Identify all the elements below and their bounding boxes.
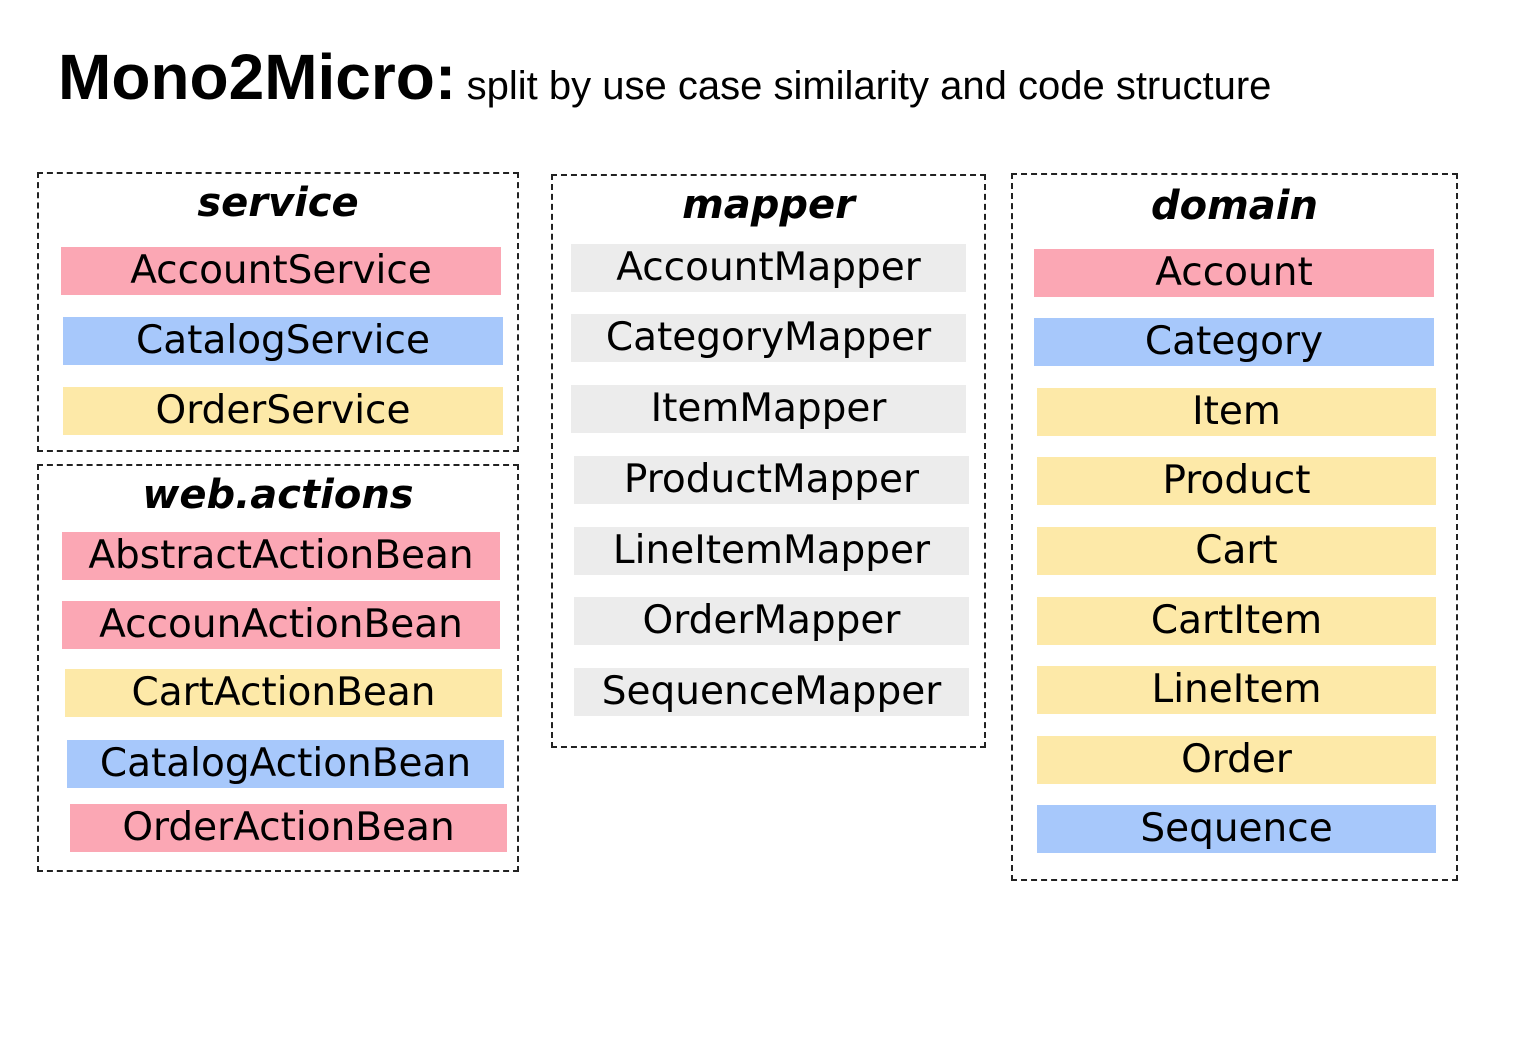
node-domain-2: Item (1037, 388, 1436, 436)
node-web-actions-4: OrderActionBean (70, 804, 507, 852)
node-service-1: CatalogService (63, 317, 503, 365)
node-domain-8: Sequence (1037, 805, 1436, 853)
group-service: service AccountService CatalogService Or… (37, 172, 519, 452)
node-domain-5: CartItem (1037, 597, 1436, 645)
title-main: Mono2Micro: (58, 41, 457, 113)
group-mapper: mapper AccountMapper CategoryMapper Item… (551, 174, 986, 748)
group-domain: domain Account Category Item Product Car… (1011, 173, 1458, 881)
node-mapper-6: SequenceMapper (574, 668, 969, 716)
node-mapper-0: AccountMapper (571, 244, 966, 292)
node-domain-6: LineItem (1037, 666, 1436, 714)
node-mapper-1: CategoryMapper (571, 314, 966, 362)
group-web-actions: web.actions AbstractActionBean AccounAct… (37, 464, 519, 872)
node-web-actions-1: AccounActionBean (62, 601, 500, 649)
node-domain-4: Cart (1037, 527, 1436, 575)
group-title-domain: domain (1151, 183, 1318, 229)
node-mapper-2: ItemMapper (571, 385, 966, 433)
node-mapper-5: OrderMapper (574, 597, 969, 645)
node-domain-0: Account (1034, 249, 1434, 297)
group-title-web-actions: web.actions (142, 472, 414, 518)
node-mapper-3: ProductMapper (574, 456, 969, 504)
node-domain-7: Order (1037, 736, 1436, 784)
group-title-service: service (197, 180, 359, 226)
node-service-0: AccountService (61, 247, 501, 295)
group-title-mapper: mapper (682, 182, 855, 228)
node-service-2: OrderService (63, 387, 503, 435)
diagram-title: Mono2Micro: split by use case similarity… (58, 40, 1271, 114)
node-web-actions-3: CatalogActionBean (67, 740, 504, 788)
node-web-actions-0: AbstractActionBean (62, 532, 500, 580)
node-domain-3: Product (1037, 457, 1436, 505)
node-mapper-4: LineItemMapper (574, 527, 969, 575)
title-subtitle: split by use case similarity and code st… (466, 64, 1272, 108)
node-web-actions-2: CartActionBean (65, 669, 502, 717)
node-domain-1: Category (1034, 318, 1434, 366)
